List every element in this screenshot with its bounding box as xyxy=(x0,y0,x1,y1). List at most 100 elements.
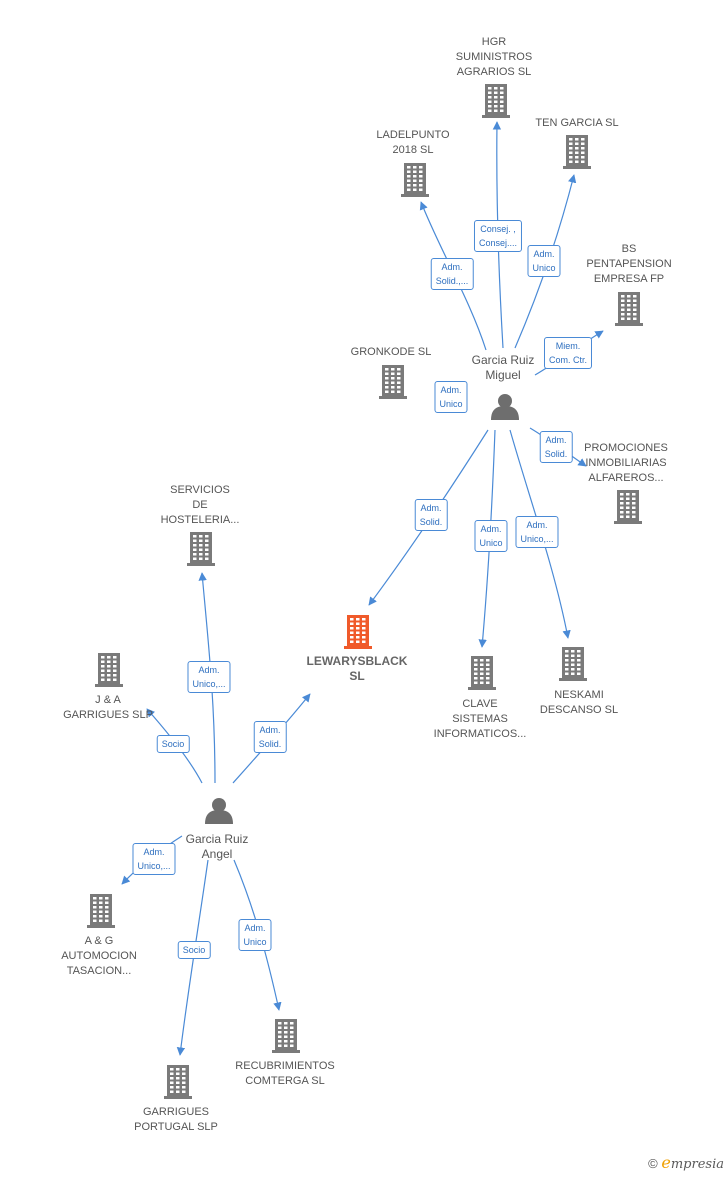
company-label-line: SUMINISTROS xyxy=(455,51,533,63)
company-label-hgr[interactable]: HGR SUMINISTROS AGRARIOS SL xyxy=(456,35,532,80)
company-label-line: COMTERGA SL xyxy=(245,1075,325,1087)
edge-label-line: Adm. xyxy=(244,923,266,933)
edge-label-e13[interactable]: Adm. Unico,... xyxy=(132,843,176,875)
edge-label-line: Com. Ctr. xyxy=(548,355,588,365)
company-label-line: HGR xyxy=(481,36,507,48)
edge-label-e4[interactable]: Miem. Com. Ctr. xyxy=(543,337,593,369)
building-icon-hgr[interactable] xyxy=(482,84,510,118)
edge-line-e14 xyxy=(176,859,209,1056)
edge-label-line: Adm. xyxy=(533,249,555,259)
edge-label-line: Solid. xyxy=(544,449,568,459)
edge-label-e2[interactable]: Adm.Solid.,... xyxy=(430,258,474,290)
person-label-line: Garcia Ruiz xyxy=(185,832,249,846)
edge-label-e7[interactable]: Adm. Solid. xyxy=(414,499,448,531)
company-label-line: AUTOMOCION xyxy=(61,950,137,962)
building-icon-bs[interactable] xyxy=(615,292,643,326)
company-label-line: ALFAREROS... xyxy=(588,472,664,484)
company-label-line: PENTAPENSION xyxy=(586,258,672,270)
company-label-bs[interactable]: BS PENTAPENSION EMPRESA FP xyxy=(586,242,671,287)
building-icon-jya[interactable] xyxy=(95,653,123,687)
building-icon-ayg[interactable] xyxy=(87,894,115,928)
edge-label-e10[interactable]: Adm. Unico,... xyxy=(187,661,231,693)
copyright-symbol: © xyxy=(648,1156,658,1171)
edge-label-e1[interactable]: Consej. ,Consej.... xyxy=(473,220,523,252)
footer-brand: © empresia xyxy=(648,1153,724,1172)
edge-label-line: Unico xyxy=(479,538,503,548)
company-label-line: LADELPUNTO xyxy=(376,129,450,141)
person-icon-angel[interactable] xyxy=(205,798,233,824)
edge-label-line: Unico,... xyxy=(137,861,171,871)
building-icon-servicios[interactable] xyxy=(187,532,215,566)
edge-label-line: Adm. xyxy=(143,847,165,857)
edge-label-e11[interactable]: Socio xyxy=(156,735,190,753)
company-label-line: TASACION... xyxy=(66,965,132,977)
company-label-line: EMPRESA FP xyxy=(593,273,665,285)
company-label-line: SERVICIOS xyxy=(170,484,230,496)
company-label-garrigues[interactable]: GARRIGUES PORTUGAL SLP xyxy=(134,1105,218,1135)
company-label-line: GRONKODE SL xyxy=(350,346,432,358)
building-icon-neskami[interactable] xyxy=(559,647,587,681)
company-label-recubrimientos[interactable]: RECUBRIMIENTOS COMTERGA SL xyxy=(235,1059,334,1089)
edge-label-line: Unico xyxy=(439,399,463,409)
edge-label-line: Adm. xyxy=(198,665,220,675)
center-label-line: LEWARYSBLACK xyxy=(306,654,408,668)
building-icon-ladelpunto[interactable] xyxy=(401,163,429,197)
person-label-line: Angel xyxy=(201,847,233,861)
building-icon-gronkode[interactable] xyxy=(379,365,407,399)
center-label-line: SL xyxy=(349,669,365,683)
company-label-line: TEN GARCIA SL xyxy=(535,117,619,129)
company-label-line: RECUBRIMIENTOS xyxy=(235,1060,335,1072)
edge-label-line: Unico,... xyxy=(192,679,226,689)
company-label-line: SISTEMAS xyxy=(452,713,508,725)
edge-label-e12[interactable]: Adm.Solid. xyxy=(253,721,287,753)
edge-label-e14[interactable]: Socio xyxy=(177,941,211,959)
company-label-line: BS xyxy=(621,243,637,255)
edge-label-line: Adm. xyxy=(480,524,502,534)
edge-label-e9[interactable]: Adm.Unico,... xyxy=(515,516,559,548)
company-label-line: AGRARIOS SL xyxy=(456,66,532,78)
edge-label-line: Unico xyxy=(243,937,267,947)
edge-label-line: Solid. xyxy=(419,517,443,527)
building-icon-garrigues[interactable] xyxy=(164,1065,192,1099)
building-icon-tengarcia[interactable] xyxy=(563,135,591,169)
company-label-line: PROMOCIONES xyxy=(584,442,668,454)
person-icon-miguel[interactable] xyxy=(491,394,519,420)
edge-label-e6[interactable]: Adm. Solid. xyxy=(539,431,573,463)
building-icon-recubrimientos[interactable] xyxy=(272,1019,300,1053)
edge-label-e3[interactable]: Adm.Unico xyxy=(527,245,561,277)
edge-label-line: Adm. xyxy=(526,520,548,530)
edge-label-e5[interactable]: Adm. Unico xyxy=(434,381,468,413)
edge-label-line: Adm. xyxy=(420,503,442,513)
edge-label-line: Socio xyxy=(161,739,185,749)
company-label-line: GARRIGUES SLP xyxy=(63,709,153,721)
edge-label-line: Adm. xyxy=(545,435,567,445)
company-label-line: CLAVE xyxy=(462,698,498,710)
building-icon-clave[interactable] xyxy=(468,656,496,690)
edge-label-line: Consej. , xyxy=(480,224,516,234)
edge-label-e8[interactable]: Adm. Unico xyxy=(474,520,508,552)
company-label-line: DE xyxy=(192,499,208,511)
edge-label-line: Adm. xyxy=(440,385,462,395)
edge-label-e15[interactable]: Adm. Unico xyxy=(238,919,272,951)
building-icon-promociones[interactable] xyxy=(614,490,642,524)
company-label-line: PORTUGAL SLP xyxy=(134,1121,218,1133)
company-label-line: GARRIGUES xyxy=(142,1106,210,1118)
building-icon-center[interactable] xyxy=(344,615,372,649)
company-label-gronkode[interactable]: GRONKODE SL xyxy=(351,345,432,360)
edge-label-line: Solid.,... xyxy=(435,276,469,286)
company-label-tengarcia[interactable]: TEN GARCIA SL xyxy=(535,116,618,131)
person-label-line: Garcia Ruiz xyxy=(471,353,535,367)
edge-label-line: Socio xyxy=(182,945,206,955)
edge-label-line: Solid. xyxy=(258,739,282,749)
edge-label-line: Miem. xyxy=(555,341,581,351)
